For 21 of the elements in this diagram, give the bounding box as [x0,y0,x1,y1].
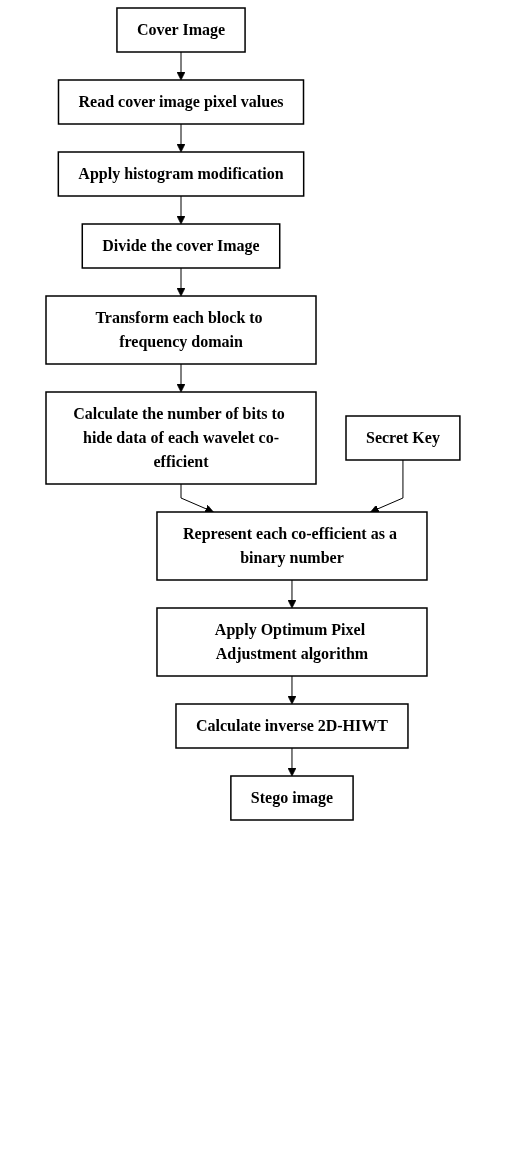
node-box: Apply histogram modification [57,151,305,197]
arrow [176,123,186,153]
node-box: Cover Image [116,7,246,53]
node-box: Calculate the number of bits to hide data of each wavelet co-efficient [45,391,317,485]
arrow [176,267,186,297]
arrow [287,579,297,609]
arrow [180,483,214,513]
node-box: Read cover image pixel values [57,79,305,125]
node-box: Divide the cover Image [81,223,281,269]
node-box: Secret Key [345,415,461,461]
arrow [176,363,186,393]
node-box: Represent each co-efficient as a binary number [156,511,428,581]
node-box: Transform each block to frequency domain [45,295,317,365]
arrow [176,195,186,225]
arrow [287,747,297,777]
arrow [370,459,404,513]
node-box: Stego image [230,775,354,821]
arrow [176,51,186,81]
node-box: Calculate inverse 2D-HIWT [175,703,409,749]
node-box: Apply Optimum Pixel Adjustment algorithm [156,607,428,677]
arrow [287,675,297,705]
